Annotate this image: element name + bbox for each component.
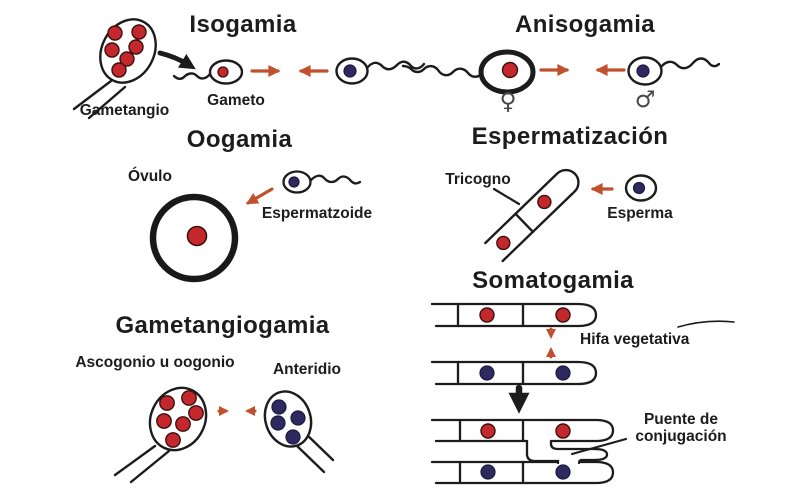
- antheridium-nuclei: [270, 399, 306, 445]
- oogamia-title: Oogamia: [186, 126, 293, 153]
- vegetative-hypha-minus: [430, 360, 598, 386]
- sperm-cell: [282, 170, 362, 194]
- tricogno-label: Tricogno: [445, 171, 511, 188]
- somatogamia-title: Somatogamia: [472, 267, 634, 294]
- somatogamia-figure: [430, 302, 735, 485]
- ascogonium-nuclei: [156, 390, 204, 448]
- esperma-label: Esperma: [607, 205, 673, 222]
- gameto-label: Gameto: [207, 92, 265, 109]
- spermatium-cell: [624, 174, 658, 202]
- stray-curve: [677, 320, 735, 328]
- release-arrow: [157, 50, 196, 70]
- antheridium-sac: [263, 390, 335, 474]
- ascogonio-label: Ascogonio u oogonio: [75, 354, 235, 371]
- male-symbol: ♂: [634, 87, 656, 113]
- hifa-vegetativa-label: Hifa vegetativa: [580, 331, 690, 348]
- fused-hypha-plus: [430, 418, 615, 443]
- conjugation-bridge: [525, 439, 609, 465]
- gametangiogamia-figure: [113, 386, 335, 484]
- gametangium-sac: [72, 18, 157, 120]
- isogamia-title: Isogamia: [189, 11, 297, 38]
- gametangium-nuclei: [104, 24, 147, 78]
- espermatizacion-title: Espermatización: [471, 123, 669, 150]
- oogamia-figure: [149, 170, 362, 283]
- ascogonium-sac: [113, 386, 208, 484]
- female-symbol: ♀: [499, 89, 517, 115]
- gametangiogamia-title: Gametangiogamia: [115, 312, 330, 339]
- fused-hypha-minus: [430, 460, 615, 485]
- anteridio-label: Anteridio: [272, 361, 342, 378]
- bridge-pointer: [570, 437, 628, 456]
- ovum: [149, 193, 239, 283]
- gametangio-label: Gametangio: [79, 102, 170, 119]
- ovulo-label: Óvulo: [128, 168, 172, 185]
- gamete-minus: [335, 57, 426, 85]
- espermatizacion-figure: [484, 168, 658, 263]
- anisogamia-figure: [401, 49, 721, 95]
- male-gamete: [627, 56, 721, 86]
- vegetative-hypha-plus: [430, 302, 598, 328]
- approach-arrow: [245, 187, 274, 205]
- puente-conjugacion-label: Puente de conjugación: [635, 411, 727, 446]
- isogamia-figure: [72, 18, 426, 120]
- trichogyne-hypha: [484, 168, 580, 263]
- gamete-plus: [172, 59, 244, 85]
- label-pointer: [492, 187, 521, 206]
- anisogamia-title: Anisogamia: [514, 11, 656, 38]
- espermatozoide-label: Espermatzoide: [261, 205, 373, 222]
- female-gamete: [401, 49, 536, 95]
